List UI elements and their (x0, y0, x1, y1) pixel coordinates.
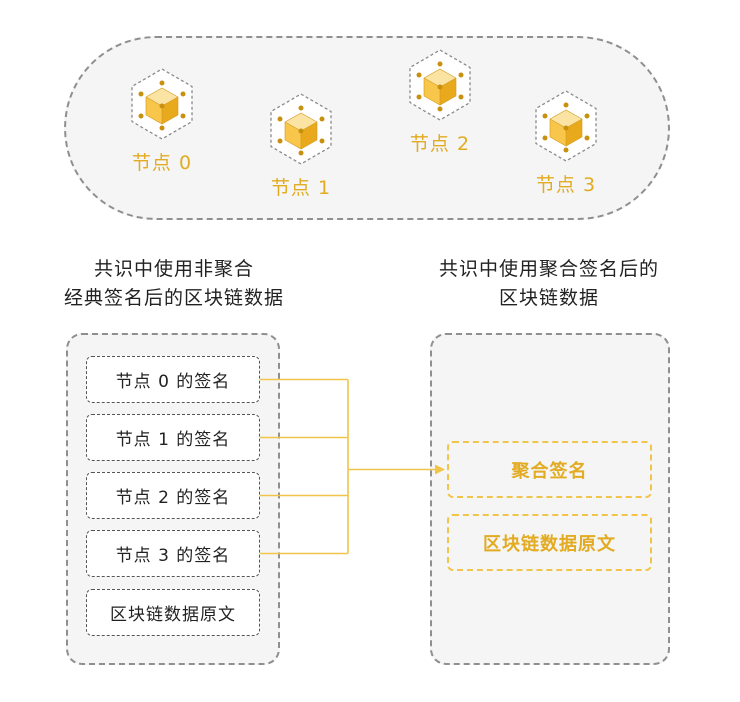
node-1: 节点 1 (256, 91, 346, 200)
node-0: 节点 0 (117, 66, 207, 175)
sig-box-node-3: 节点 3 的签名 (86, 530, 260, 577)
left-heading-line1: 共识中使用非聚合 (93, 258, 254, 280)
sig-box-node-1: 节点 1 的签名 (86, 414, 260, 461)
cube-node-icon (263, 91, 339, 167)
node-label: 节点 3 (535, 174, 597, 196)
node-label: 节点 2 (409, 133, 471, 155)
right-heading-line1: 共识中使用聚合签名后的 (438, 258, 659, 280)
sig-box-node-2: 节点 2 的签名 (86, 472, 260, 519)
left-heading: 共识中使用非聚合 经典签名后的区块链数据 (50, 255, 298, 313)
sig-box-node-0: 节点 0 的签名 (86, 356, 260, 403)
node-2: 节点 2 (395, 47, 485, 156)
left-heading-line2: 经典签名后的区块链数据 (63, 287, 284, 309)
right-heading-line2: 区块链数据 (498, 287, 599, 309)
right-heading: 共识中使用聚合签名后的 区块链数据 (410, 255, 688, 313)
right-panel (430, 333, 670, 665)
aggregate-signature-box: 聚合签名 (447, 441, 652, 498)
raw-data-box-left: 区块链数据原文 (86, 589, 260, 636)
node-label: 节点 1 (270, 177, 332, 199)
cube-node-icon (124, 66, 200, 142)
cube-node-icon (402, 47, 478, 123)
raw-data-box-right: 区块链数据原文 (447, 514, 652, 571)
node-label: 节点 0 (131, 152, 193, 174)
cube-node-icon (528, 88, 604, 164)
node-3: 节点 3 (521, 88, 611, 197)
